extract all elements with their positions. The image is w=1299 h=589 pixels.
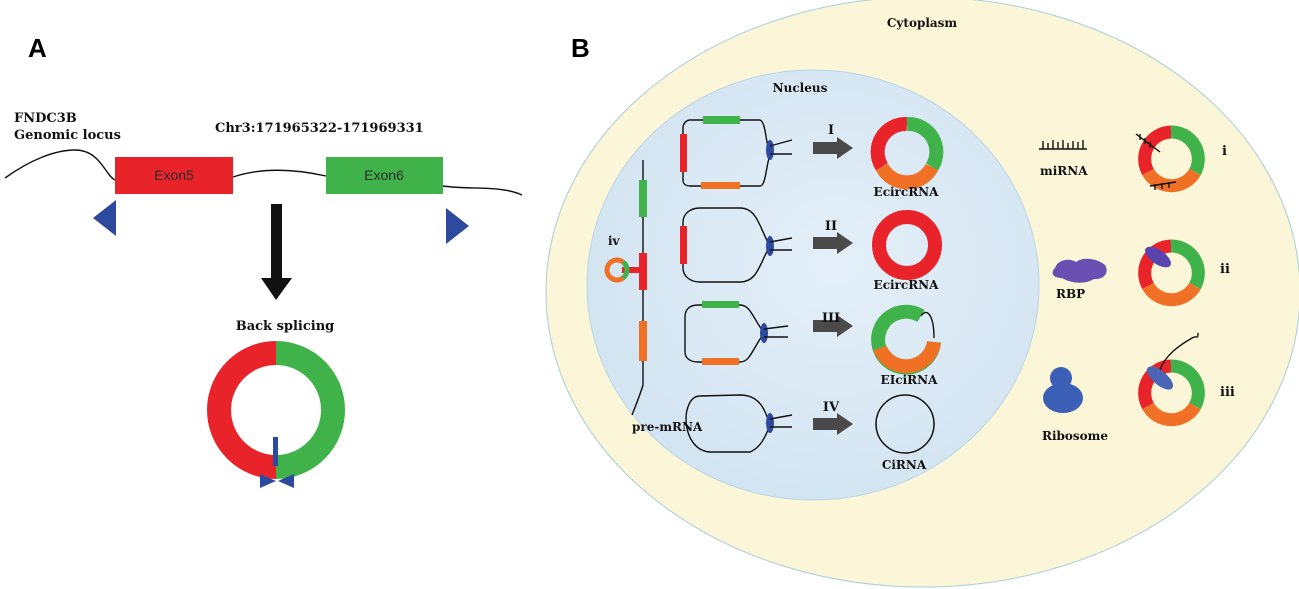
- nucleus-shape: [586, 69, 1040, 501]
- genomic-line-right: [442, 185, 523, 196]
- pathway-iv-precursor: [685, 394, 793, 453]
- pathway-iii-precursor: [684, 301, 789, 365]
- rbp-icon: [1052, 258, 1107, 283]
- bowtie-primer-icon: [260, 474, 294, 488]
- pathway-i-product: EcircRNA: [874, 185, 940, 199]
- rbp-label: RBP: [1056, 287, 1085, 301]
- pathway-iii-numeral: III: [822, 311, 840, 326]
- genomic-line-mid: [232, 169, 327, 178]
- primer-triangle-left-icon: [93, 200, 116, 236]
- pathway-iv-product: CiRNA: [882, 458, 927, 472]
- ribosome-icon: [1043, 367, 1083, 413]
- pathway-iii-circrna: [871, 304, 941, 375]
- exon5-label: Exon5: [154, 167, 194, 183]
- function-i-numeral: i: [1222, 144, 1227, 159]
- pathway-iv-arrow-icon: [813, 413, 853, 435]
- down-arrow-icon: [261, 204, 292, 300]
- panel-a: A FNDC3B Genomic locus Chr3:171965322-17…: [4, 33, 523, 488]
- pre-mrna-label: pre-mRNA: [632, 420, 703, 434]
- pathway-ii-arrow-icon: [813, 232, 853, 254]
- pathway-iii-product: EIciRNA: [881, 373, 939, 387]
- panel-a-letter: A: [28, 33, 47, 63]
- genomic-locus-label: Genomic locus: [14, 128, 121, 143]
- iv-label: iv: [608, 234, 621, 248]
- pathway-ii-product: EcircRNA: [874, 278, 940, 292]
- pathway-ii-numeral: II: [825, 219, 837, 234]
- pathway-ii-precursor: [680, 207, 793, 283]
- cytoplasm-label: Cytoplasm: [887, 16, 958, 30]
- panel-b: B Cytoplasm Nucleus iv pre-mRNA: [545, 0, 1299, 588]
- mirna-label: miRNA: [1040, 164, 1088, 178]
- pathway-i-numeral: I: [828, 123, 834, 138]
- function-ii-numeral: ii: [1220, 262, 1230, 277]
- function-iii-circrna: [1138, 332, 1205, 427]
- function-iii-numeral: iii: [1220, 385, 1235, 400]
- pathway-iii-arrow-icon: [813, 315, 853, 337]
- exon6-box: [326, 157, 443, 194]
- exon6-label: Exon6: [364, 167, 404, 183]
- ribosome-label: Ribosome: [1042, 429, 1108, 443]
- genomic-line-left: [4, 149, 116, 181]
- pre-mrna-strand: [622, 160, 647, 416]
- back-splicing-label: Back splicing: [236, 319, 335, 334]
- pathway-i-precursor: [680, 116, 793, 189]
- gene-name: FNDC3B: [14, 111, 77, 126]
- primer-triangle-right-icon: [446, 208, 469, 244]
- pathway-ii-circrna: [872, 210, 942, 280]
- panel-b-letter: B: [571, 33, 590, 63]
- nucleus-label: Nucleus: [773, 81, 828, 95]
- pathway-i-circrna: [870, 117, 944, 190]
- circrna-ring: [207, 341, 345, 479]
- pathway-iv-numeral: IV: [823, 400, 840, 415]
- function-i-circrna: [1135, 125, 1205, 193]
- pathway-i-arrow-icon: [813, 137, 853, 159]
- function-ii-circrna: [1138, 239, 1205, 307]
- mirna-icon: [1039, 140, 1087, 150]
- pathway-iv-circrna: [875, 394, 935, 454]
- iv-lariat-icon: [604, 257, 630, 283]
- chromosome-coordinates: Chr3:171965322-171969331: [215, 121, 424, 136]
- exon5-box: [115, 157, 233, 194]
